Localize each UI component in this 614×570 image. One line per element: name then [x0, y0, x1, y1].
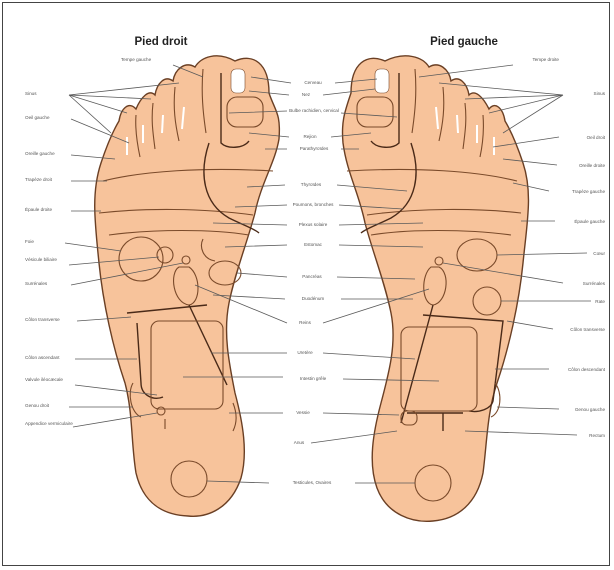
label-right-8: Surrénales — [25, 281, 48, 286]
label-left-12: Rectum — [589, 433, 605, 438]
label-center-9: Pancréas — [302, 274, 322, 279]
label-right-12: Genou droit — [25, 403, 50, 408]
label-center-10: Duodénum — [302, 296, 325, 301]
label-right-13: Appendice vermiculaire — [25, 421, 73, 426]
label-left-8: Rate — [595, 299, 605, 304]
left-foot — [342, 56, 528, 521]
label-center-2: Bulbe rachidien, cervical — [289, 108, 339, 113]
label-left-0: Tempe droite — [532, 57, 559, 62]
right-foot-outline — [95, 56, 280, 516]
label-right-5: Épaule droite — [25, 206, 53, 212]
left-big-toe-nail — [375, 69, 389, 93]
label-center-14: Vessie — [296, 410, 310, 415]
label-right-10: Côlon ascendant — [25, 355, 60, 360]
label-center-12: Uretère — [297, 350, 313, 355]
label-right-6: Foie — [25, 239, 34, 244]
label-right-2: Oeil gauche — [25, 115, 50, 120]
label-center-16: Testicules, Ovaires — [293, 480, 332, 485]
label-center-13: Intestin grêle — [300, 376, 327, 381]
label-left-3: Oreille droite — [579, 163, 605, 168]
label-right-1: Sinus — [25, 91, 37, 96]
label-right-11: Valvule iléocæcale — [25, 377, 63, 382]
right-foot — [95, 56, 280, 516]
leader-l-11 — [497, 407, 559, 409]
label-right-0: Tempe gauche — [121, 57, 152, 62]
label-center-0: Cerveau — [304, 80, 322, 85]
right-foot-title: Pied droit — [134, 36, 187, 48]
label-left-7: Surrénales — [583, 281, 606, 286]
left-toe-highlight-2 — [457, 115, 458, 133]
left-foot-title: Pied gauche — [430, 36, 498, 48]
label-left-9: Côlon transverse — [570, 327, 605, 332]
label-right-7: Vésicule biliaire — [25, 257, 57, 262]
label-center-4: Parathyroïdes — [300, 146, 329, 151]
label-center-6: Poumons, bronches — [293, 202, 335, 207]
reflexology-diagram: Pied droit Pied gauche — [3, 3, 609, 565]
label-center-3: Rejion — [303, 134, 316, 139]
label-left-6: Cœur — [593, 251, 605, 256]
label-right-4: Trapèze droit — [25, 177, 53, 182]
label-left-11: Genou gauche — [575, 407, 606, 412]
label-center-7: Plexus solaire — [299, 222, 328, 227]
label-left-5: Épaule gauche — [574, 218, 605, 224]
label-left-4: Trapèze gauche — [572, 189, 605, 194]
label-center-1: Nez — [302, 92, 311, 97]
label-center-8: Estomac — [304, 242, 323, 247]
labels-center: Cerveau Nez Bulbe rachidien, cervical Re… — [289, 80, 339, 485]
leader-c-14 — [229, 413, 399, 415]
left-foot-outline — [342, 56, 528, 521]
label-center-15: Anus — [294, 440, 305, 445]
right-big-toe-nail — [231, 69, 245, 93]
label-center-5: Thyroïdes — [301, 182, 322, 187]
label-right-9: Côlon transverse — [25, 317, 60, 322]
label-left-1: Sinus — [594, 91, 606, 96]
label-left-2: Oeil droit — [587, 135, 606, 140]
label-left-10: Côlon descendant — [568, 367, 606, 372]
label-center-11: Reins — [299, 320, 311, 325]
right-toe-highlight-2 — [162, 115, 163, 133]
label-right-3: Oreille gauche — [25, 151, 55, 156]
labels-left-foot: Tempe droite Sinus Oeil droit Oreille dr… — [532, 57, 605, 438]
diagram-frame: Pied droit Pied gauche — [2, 2, 610, 566]
leader-c-12 — [211, 353, 415, 359]
